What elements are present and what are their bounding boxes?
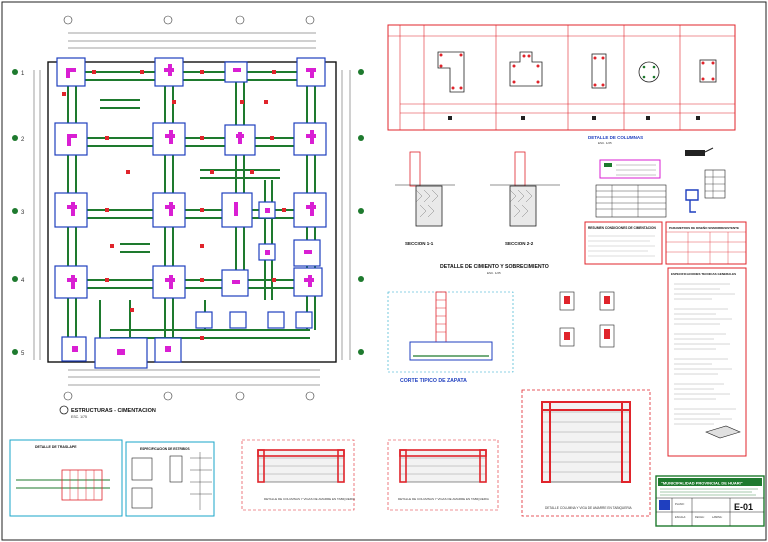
axis-left-1: 1: [21, 71, 25, 77]
columns-scale: ESC. 1/25: [598, 141, 612, 145]
footing-sections: SECCION 1-1 SECCION 2-2 DETALLE DE CIMIE…: [395, 151, 560, 275]
sheet-number: E-01: [734, 502, 753, 512]
title-block-client: "MUNICIPALIDAD PROVINCIAL DE HUARI": [661, 481, 743, 486]
axis-left-2: 2: [21, 137, 25, 143]
spec-tables: RESUMEN CONDICIONES DE CIMENTACION PARAM…: [584, 221, 747, 457]
general-spec-title: ESPECIFICACIONES TECNICAS GENERALES: [671, 272, 736, 276]
tb-label-plano: PLANO:: [675, 502, 685, 506]
axis-left-3: 3: [21, 210, 25, 216]
detail-2-label: DETALLE DE COLUMNAS Y VIGAS DE AMARRE EN…: [398, 497, 489, 501]
detail-1-label: DETALLE DE COLUMNAS Y VIGAS DE AMARRE EN…: [264, 497, 355, 501]
legend-block: [595, 159, 667, 218]
columns-table: DETALLE DE COLUMNAS ESC. 1/25: [387, 24, 736, 145]
plan-scale: ESC. 1/75: [71, 415, 87, 419]
detail-3-label: DETALLE COLUMNA Y VIGA DE AMARRE EN TABI…: [545, 506, 633, 510]
tb-label-escala: ESCALA:: [675, 515, 686, 519]
stair-title: DETALLE DE TRASLAPE: [35, 445, 77, 449]
footing-scale: ESC. 1/25: [487, 271, 501, 275]
wall-detail-large: DETALLE COLUMNA Y VIGA DE AMARRE EN TABI…: [521, 389, 651, 517]
title-block: "MUNICIPALIDAD PROVINCIAL DE HUARI" PLAN…: [655, 475, 765, 527]
axis-left-5: 5: [21, 351, 25, 357]
zapata-section: CORTE TIPICO DE ZAPATA: [387, 291, 514, 384]
columns-title: DETALLE DE COLUMNAS: [588, 135, 643, 140]
concrete-spec-title: RESUMEN CONDICIONES DE CIMENTACION: [588, 226, 656, 230]
tb-label-fecha: FECHA:: [695, 515, 705, 519]
tb-label-lamina: LAMINA:: [712, 515, 723, 519]
wall-details: DETALLE DE COLUMNAS Y VIGAS DE AMARRE EN…: [241, 439, 499, 511]
foundation-plan: 1 2 3 4 5: [12, 15, 364, 419]
beam-details: [559, 291, 615, 348]
section-1-label: SECCION 1-1: [405, 241, 434, 246]
axis-left-4: 4: [21, 278, 25, 284]
seismic-spec-title: PARAMETROS DE DISEÑO SISMORRESISTENTE: [669, 225, 739, 230]
footing-title: DETALLE DE CIMIENTO Y SOBRECIMIENTO: [440, 264, 549, 270]
zapata-title: CORTE TIPICO DE ZAPATA: [400, 378, 467, 384]
plan-title: ESTRUCTURAS - CIMENTACION: [71, 408, 156, 414]
stirrup-detail: [685, 147, 726, 213]
stirrup-title: ESPECIFICACION DE ESTRIBOS: [140, 447, 190, 451]
section-2-label: SECCION 2-2: [505, 241, 534, 246]
bottom-left-details: DETALLE DE TRASLAPE ESPECIFICACION DE ES…: [9, 439, 215, 517]
